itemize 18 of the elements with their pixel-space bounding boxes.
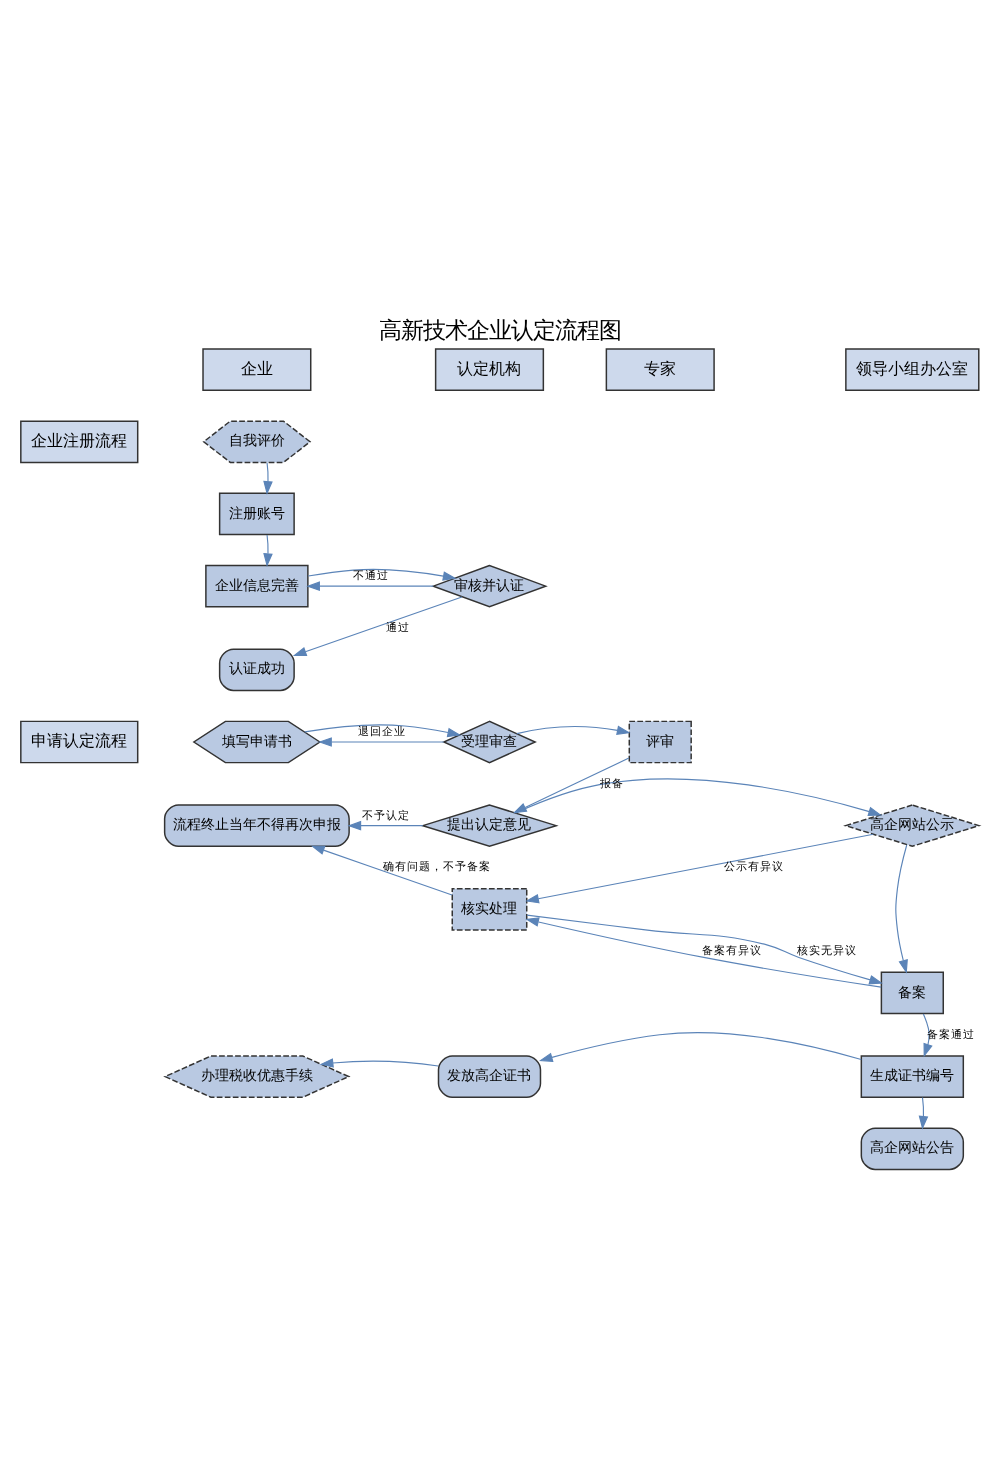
arrow	[516, 725, 631, 736]
arrow	[304, 724, 462, 738]
arrow	[263, 462, 273, 495]
arrow	[918, 1097, 929, 1130]
arrow	[319, 1058, 439, 1068]
arrow	[292, 596, 463, 657]
arrow	[895, 844, 908, 974]
arrow	[318, 737, 445, 747]
arrow	[538, 1032, 862, 1062]
arrow	[306, 581, 434, 591]
arrow	[515, 778, 882, 817]
arrow	[310, 845, 453, 896]
diagram-title: 高新技术企业认定流程图	[379, 315, 621, 344]
arrow	[347, 820, 424, 831]
arrow	[922, 1013, 933, 1058]
arrow	[307, 568, 457, 581]
arrow	[525, 833, 874, 904]
arrow	[263, 534, 273, 568]
